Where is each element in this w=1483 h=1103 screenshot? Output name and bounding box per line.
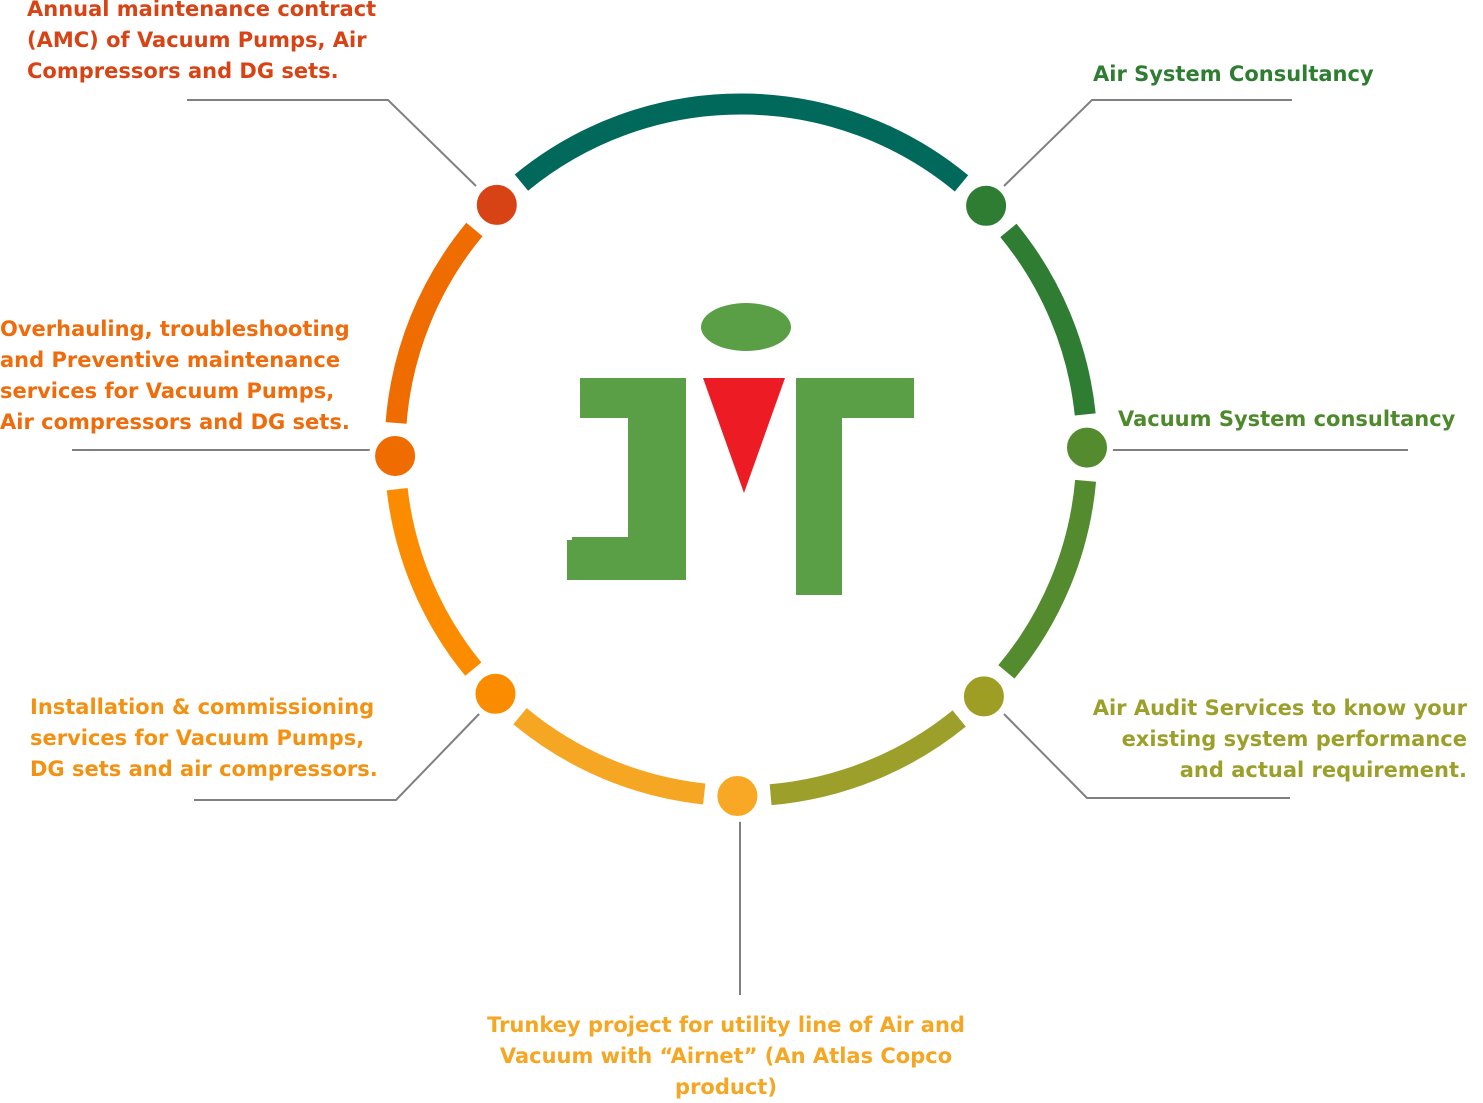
ring-arc [998,479,1097,679]
leader-line [1003,713,1290,799]
label-line: services for Vacuum Pumps, [30,726,365,750]
label-line: Annual maintenance contract [27,0,377,21]
ring-arc [385,222,483,424]
ring-arc [386,487,482,676]
label-trunkey-project: Trunkey project for utility line of Air … [476,1010,976,1103]
label-line: Compressors and DG sets. [27,59,339,83]
label-line: DG sets and air compressors. [30,757,378,781]
label-line: Air System Consultancy [1093,62,1374,86]
logo-dot [701,303,791,351]
label-overhauling: Overhauling, troubleshooting and Preventi… [0,314,350,438]
ring-arc [1000,223,1096,416]
label-amc: Annual maintenance contract (AMC) of Vacu… [27,0,376,87]
label-line: Air compressors and DG sets. [0,410,350,434]
label-line: Overhauling, troubleshooting [0,317,350,341]
label-vacuum-system-consultancy: Vacuum System consultancy [1118,404,1455,435]
leader-line [194,712,481,801]
label-line: services for Vacuum Pumps, [0,379,335,403]
label-line: Vacuum System consultancy [1118,407,1456,431]
leader-lines [72,99,1408,995]
logo-red-triangle [703,378,785,493]
service-nodes [369,178,1113,822]
label-line: existing system performance [1121,727,1467,751]
logo-letter-j [567,378,686,580]
ring-node [469,667,522,720]
ring-node [711,770,764,822]
service-ring [385,93,1097,806]
ring-node [957,670,1010,723]
label-installation: Installation & commissioning services for… [30,692,378,785]
label-line: and Preventive maintenance [0,348,341,372]
label-line: product) [675,1075,777,1099]
ring-arc [769,710,966,806]
label-line: Installation & commissioning [30,695,375,719]
leader-line [1003,99,1292,187]
jt-logo [567,303,914,595]
ring-arc [514,93,969,192]
leader-line [187,99,477,187]
label-line: Trunkey project for utility line of Air … [487,1013,965,1037]
logo-letter-t [796,378,914,595]
label-line: and actual requirement. [1179,758,1467,782]
label-air-audit: Air Audit Services to know your existing … [1093,693,1467,786]
label-air-system-consultancy: Air System Consultancy [1093,59,1374,90]
label-line: Air Audit Services to know your [1092,696,1467,720]
ring-node [470,178,523,231]
label-line: (AMC) of Vacuum Pumps, Air [27,28,367,52]
ring-node [369,430,422,482]
ring-node [960,179,1013,232]
ring-arc [513,708,706,805]
ring-node [1061,421,1113,474]
label-line: Vacuum with “Airnet” (An Atlas Copco [499,1044,953,1068]
